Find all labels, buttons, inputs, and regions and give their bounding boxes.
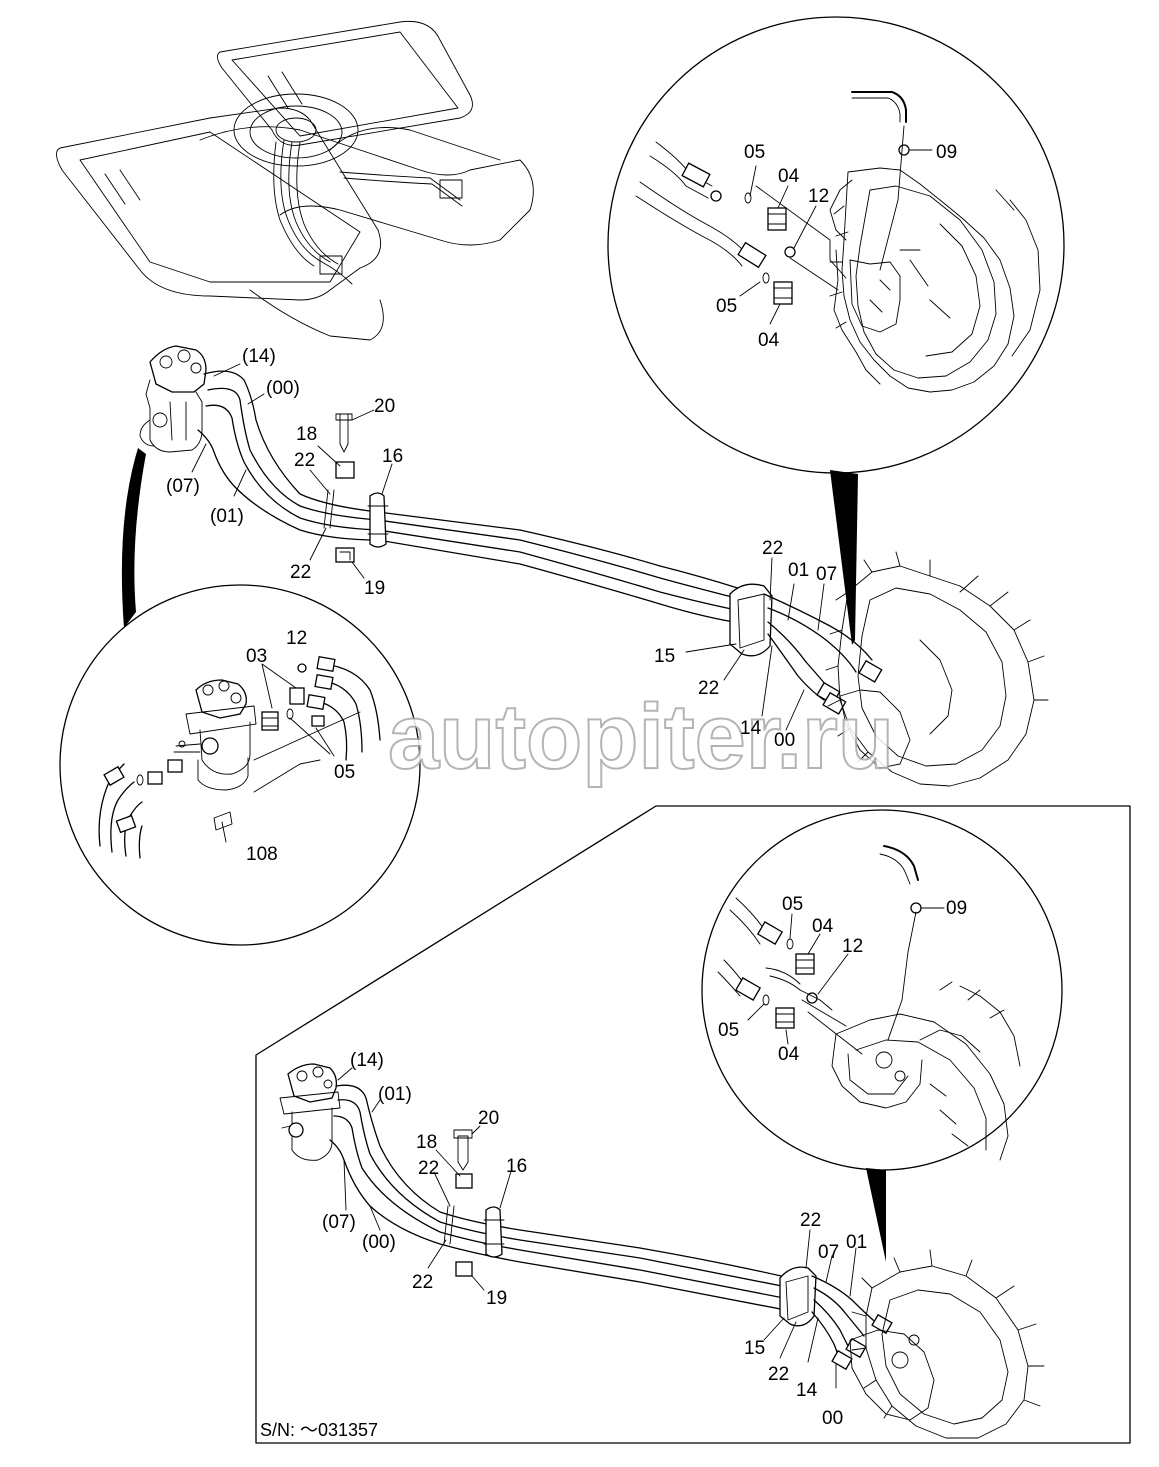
part-label: 12 [808,186,829,207]
serial-number-note: S/N: ～031357 [260,1420,378,1440]
part-label: 108 [246,844,278,865]
part-label: 05 [334,762,355,783]
part-label: 15 [654,646,675,667]
part-label: 00 [822,1408,843,1429]
part-label: 05 [782,894,803,915]
part-label: 05 [716,296,737,317]
part-label: 14 [796,1380,818,1401]
part-label: 15 [744,1338,765,1359]
main-hose-assembly [139,345,1049,787]
part-label: 05 [744,142,765,163]
part-label: (00) [362,1232,396,1253]
part-label: 22 [762,538,783,559]
part-label: (01) [378,1084,412,1105]
part-label: 19 [486,1288,507,1309]
part-label: 22 [294,450,315,471]
part-label: 04 [758,330,780,351]
part-label: 12 [842,936,863,957]
labels-main-assembly: (14) (00) 20 18 22 16 (07) (01) 22 19 22… [166,346,837,751]
labels-lower-assembly: (14) (01) 20 18 22 16 (07) (00) 22 19 22… [322,1050,867,1429]
part-label: 04 [778,1044,800,1065]
part-label: 19 [364,578,385,599]
labels-top-circle: 05 04 12 05 04 09 [716,142,957,351]
part-label: 16 [382,446,403,467]
part-label: 09 [936,142,957,163]
part-label: 22 [412,1272,433,1293]
part-label: (07) [166,476,200,497]
part-label: 20 [374,396,395,417]
part-label: (14) [242,346,276,367]
part-label: (00) [266,378,300,399]
part-label: 12 [286,628,307,649]
detail-circle-left [59,584,421,946]
part-label: 22 [698,678,719,699]
labels-lower-circle: 05 04 12 05 04 09 [718,894,967,1065]
variant-frame [255,805,1131,1444]
part-label: 14 [740,718,762,739]
part-label: 04 [812,916,834,937]
part-label: 22 [768,1364,789,1385]
part-label: 18 [296,424,317,445]
part-label: 22 [418,1158,439,1179]
part-label: 18 [416,1132,437,1153]
left-circle-pointer [121,448,146,628]
part-label: (14) [350,1050,384,1071]
part-label: 07 [816,564,837,585]
part-label: 09 [946,898,967,919]
labels-left-circle: 12 03 05 108 [246,628,355,865]
detail-circle-lower [701,809,1063,1262]
part-label: 01 [788,560,809,581]
part-label: (01) [210,506,244,527]
lower-hose-assembly [279,1063,1045,1439]
part-label: 07 [818,1242,839,1263]
watermark: autopiter.ru [388,686,894,788]
part-label: 00 [774,730,795,751]
part-label: 03 [246,646,267,667]
detail-circle-top [607,16,1065,645]
undercarriage-overview [56,20,534,341]
part-label: 05 [718,1020,739,1041]
part-label: 22 [800,1210,821,1231]
part-label: 20 [478,1108,499,1129]
part-label: (07) [322,1212,356,1233]
part-label: 22 [290,562,311,583]
leader-lines [191,149,945,1389]
part-label: 01 [846,1232,867,1253]
part-label: 04 [778,166,800,187]
part-label: 16 [506,1156,527,1177]
